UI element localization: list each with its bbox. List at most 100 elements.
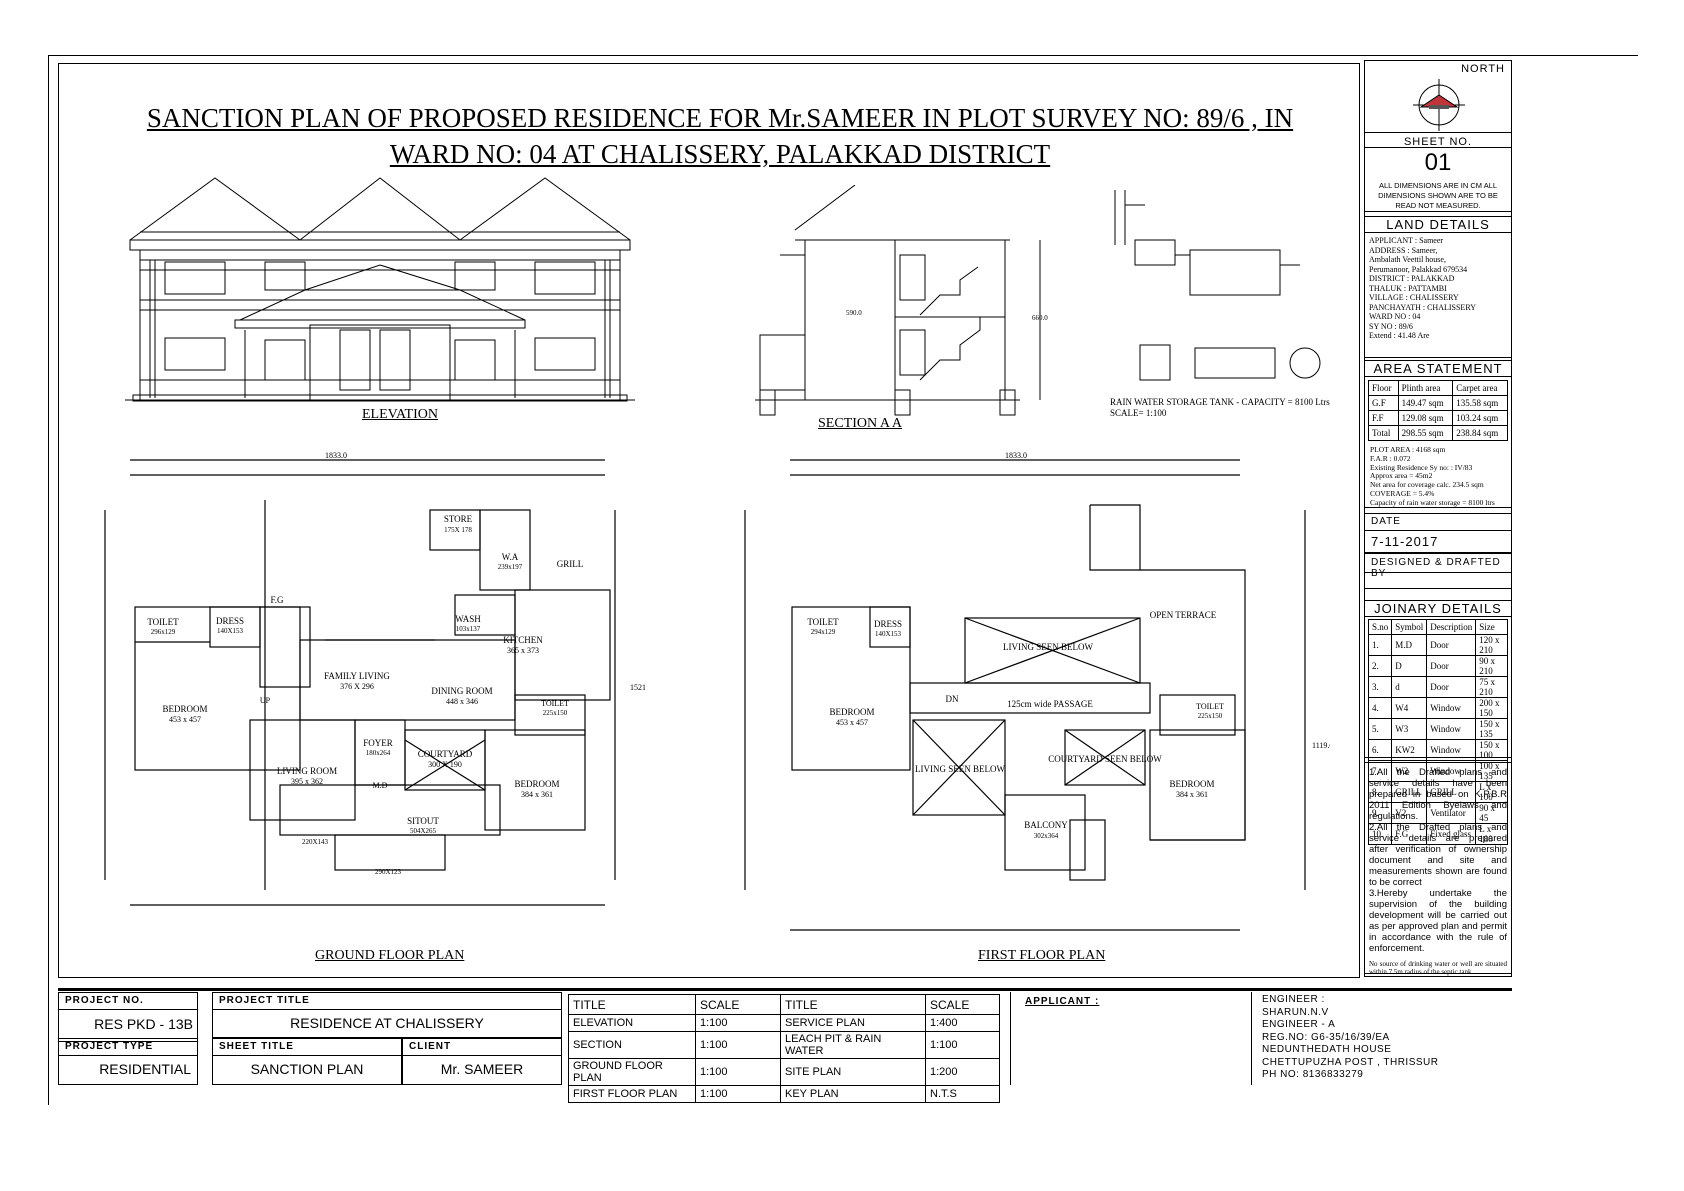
note-4: No source of drinking water or well are …: [1369, 960, 1507, 976]
notes-panel: 1.All the Drafted plans and service deta…: [1364, 762, 1512, 976]
gf-sitout: SITOUT: [407, 816, 439, 826]
gf-living-room: LIVING ROOM: [277, 766, 337, 776]
joinery-cell: 120 x 210: [1475, 634, 1508, 656]
joinery-cell: F.G: [1391, 823, 1428, 845]
scale-cell: 1:100: [695, 1014, 781, 1032]
joinery-cell: Door: [1426, 655, 1477, 677]
section-total-height: 660.0: [1032, 314, 1048, 322]
client-heading: CLIENT: [409, 1041, 452, 1052]
land-detail-line: Perumanoor, Palakkad 679534: [1369, 264, 1468, 274]
gf-wa: W.A: [502, 552, 519, 562]
gf-steps-size: 290X123: [375, 868, 402, 876]
land-detail-line: APPLICANT : Sameer: [1369, 236, 1444, 245]
gf-family-living: FAMILY LIVING: [324, 671, 390, 681]
ff-open-terrace: OPEN TERRACE: [1150, 610, 1217, 620]
tb-project-title: PROJECT TITLE RESIDENCE AT CHALISSERY: [212, 992, 562, 1038]
engineer-line: ENGINEER - A: [1262, 1019, 1336, 1030]
ff-balcony: BALCONY: [1024, 820, 1068, 830]
area-col-plinth: Plinth area: [1397, 380, 1454, 396]
titleblock-topline: [58, 988, 1512, 991]
land-detail-line: SY NO : 89/6: [1369, 321, 1413, 331]
joinery-cell: 7.: [1367, 760, 1393, 782]
area-cell: 103.24 sqm: [1452, 410, 1508, 426]
section-height-dim: 590.0: [846, 309, 862, 317]
engineer-line: ENGINEER :: [1262, 994, 1325, 1005]
land-detail-line: THALUK : PATTAMBI: [1369, 283, 1447, 293]
joinery-cell: 150 x 135: [1475, 718, 1508, 740]
gf-bedroom-2: BEDROOM: [514, 779, 559, 789]
gf-bedroom-1: BEDROOM: [162, 704, 207, 714]
ff-toilet-2: TOILET: [1196, 702, 1224, 711]
gf-foyer: FOYER: [363, 738, 393, 748]
gf-toilet-2-size: 225x150: [543, 709, 568, 717]
gf-courtyard: COURTYARD: [418, 749, 473, 759]
ff-balcony-size: 302x364: [1034, 832, 1059, 840]
elevation-drawing: [125, 177, 635, 402]
area-detail-line: Approx area = 45m2: [1370, 471, 1433, 481]
joinery-cell: Window: [1426, 739, 1477, 761]
tb-applicant: APPLICANT :: [1010, 992, 1252, 1085]
tb-client: CLIENT Mr. SAMEER: [402, 1038, 562, 1085]
area-cell: 149.47 sqm: [1397, 395, 1454, 411]
gf-foyer-size: 180x264: [366, 749, 391, 757]
area-cell: G.F: [1368, 395, 1399, 411]
scale-cell: GROUND FLOOR PLAN: [568, 1058, 696, 1086]
ff-toilet-2-size: 225x150: [1198, 712, 1223, 720]
area-detail-line: F.A.R : 0.072: [1370, 453, 1411, 463]
tb-project-type: PROJECT TYPE RESIDENTIAL: [58, 1038, 198, 1085]
joinery-col-symbol: Symbol: [1391, 619, 1428, 635]
land-detail-line: WARD NO : 04: [1369, 312, 1421, 321]
project-title-heading: PROJECT TITLE: [219, 995, 310, 1006]
area-cell: 135.58 sqm: [1452, 395, 1508, 411]
note-1: 1.All the Drafted plans and service deta…: [1369, 767, 1507, 822]
ff-bedroom-2-size: 384 x 361: [1176, 790, 1208, 799]
gf-sitout-size: 504X265: [410, 827, 437, 835]
area-statement-panel: AREA STATEMENT Floor Plinth area Carpet …: [1364, 360, 1512, 508]
scale-cell: 1:100: [695, 1031, 781, 1059]
area-detail-line: Net area for coverage calc. 234.5 sqm: [1370, 480, 1484, 490]
ff-passage: 125cm wide PASSAGE: [1007, 699, 1093, 709]
project-title-value: RESIDENCE AT CHALISSERY: [290, 1015, 484, 1031]
scale-cell: 1:100: [925, 1031, 1000, 1059]
scale-cell: 1:100: [695, 1058, 781, 1086]
ff-toilet: TOILET: [807, 617, 839, 627]
land-heading: LAND DETAILS: [1365, 217, 1511, 233]
engineer-line: NEDUNTHEDATH HOUSE: [1262, 1044, 1392, 1055]
sheet-border-left: [48, 55, 49, 1105]
ground-overall-width: 1833.0: [325, 451, 347, 460]
land-detail-line: ADDRESS : Sameer,: [1369, 245, 1438, 255]
title-line-2: WARD NO: 04 AT CHALISSERY, PALAKKAD DIST…: [389, 139, 1051, 169]
project-type-value: RESIDENTIAL: [99, 1061, 191, 1077]
table-row: Total 298.55 sqm 238.84 sqm: [1368, 425, 1508, 441]
joinery-cell: 4.: [1367, 697, 1393, 719]
area-heading: AREA STATEMENT: [1365, 361, 1511, 377]
joinery-panel: JOINARY DETAILS S.no Symbol Description …: [1364, 600, 1512, 845]
date-value: 7-11-2017: [1371, 534, 1439, 549]
scale-col-title: TITLE: [568, 994, 696, 1015]
joinery-cell: L x 180: [1475, 823, 1508, 845]
sheet-heading: SHEET NO.: [1403, 136, 1473, 148]
first-overall-width: 1833.0: [1005, 451, 1027, 460]
gf-store-size: 175X 178: [444, 526, 472, 534]
joinery-cell: 90 x 210: [1475, 655, 1508, 677]
land-detail-line: Ambalath Veettil house,: [1369, 255, 1446, 264]
project-no-value: RES PKD - 13B: [94, 1016, 193, 1032]
joinery-cell: Door: [1426, 634, 1477, 656]
gf-kitchen-size: 365 x 373: [507, 646, 539, 655]
date-panel: DATE 7-11-2017: [1364, 513, 1512, 553]
scale-cell: SERVICE PLAN: [780, 1014, 926, 1032]
drawing-frame: [58, 63, 1360, 978]
north-heading: NORTH: [1461, 63, 1505, 75]
joinery-cell: 200 x 150: [1475, 697, 1508, 719]
designed-panel: DESIGNED & DRAFTED BY: [1364, 553, 1512, 589]
joinery-cell: KW2: [1391, 739, 1428, 761]
